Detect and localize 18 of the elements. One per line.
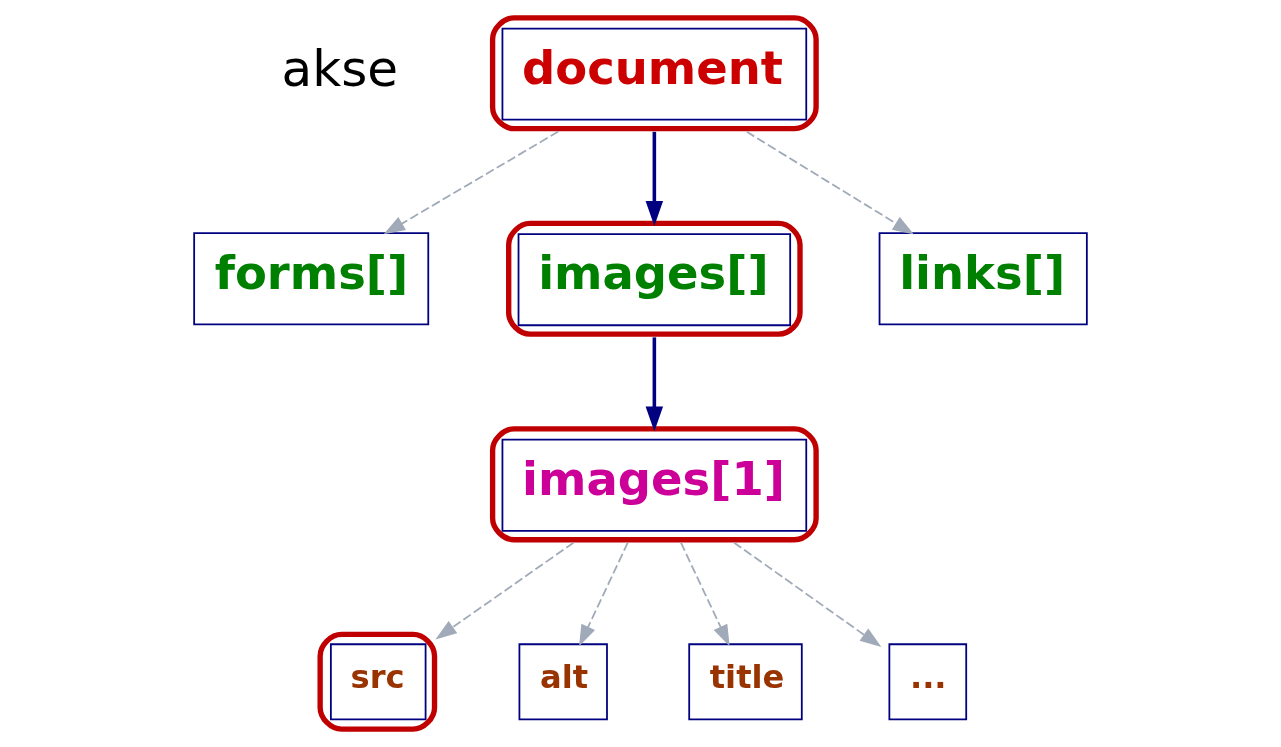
label: akse	[281, 39, 399, 98]
arrow	[645, 337, 664, 432]
node-box: images[]	[506, 220, 803, 337]
arrow	[680, 541, 730, 647]
arrow	[645, 131, 664, 227]
node-box: document	[489, 15, 819, 132]
arrow	[435, 541, 575, 640]
node-box: forms[]	[193, 232, 430, 326]
arrow	[733, 541, 882, 648]
node-box: ...	[888, 643, 968, 721]
node-box: links[]	[878, 232, 1088, 326]
arrow	[579, 541, 629, 647]
node-box: title	[688, 643, 803, 721]
arrow	[383, 130, 560, 235]
node-box: images[1]	[489, 426, 819, 543]
node-box: src	[317, 631, 438, 732]
arrow	[745, 130, 915, 235]
node-box: alt	[518, 643, 608, 721]
